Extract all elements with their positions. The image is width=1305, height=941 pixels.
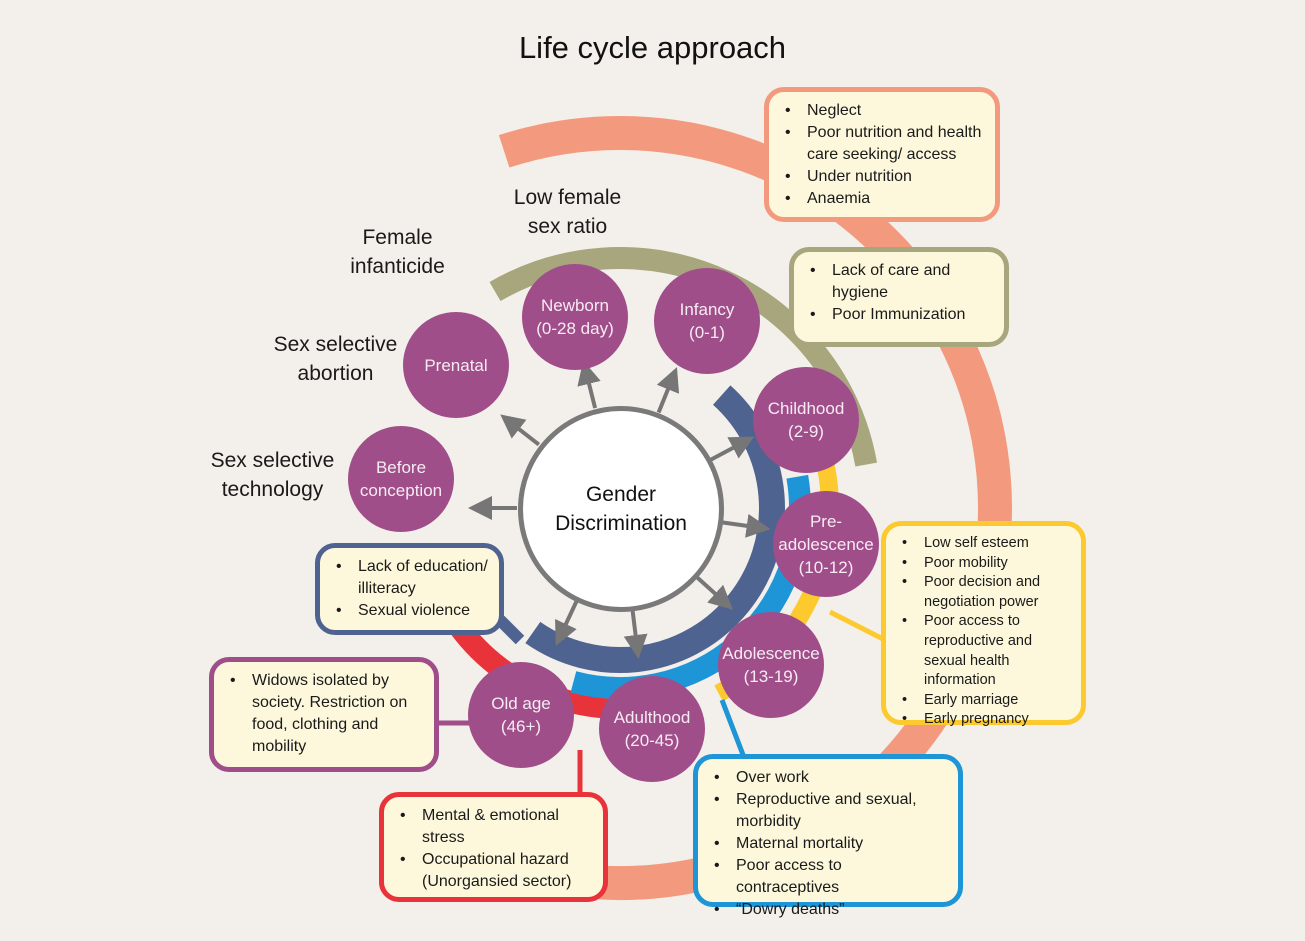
- problem-box-infancy: NeglectPoor nutrition and health care se…: [764, 87, 1000, 222]
- label-line: Sex selective: [273, 333, 398, 356]
- stage-line: Adulthood: [613, 708, 691, 727]
- problem-box-adolescence: Low self esteemPoor mobilityPoor decisio…: [881, 521, 1086, 730]
- stage-line: Childhood: [767, 399, 845, 418]
- problem-box-adulthood-red: Mental & emotional stressOccupational ha…: [379, 792, 608, 902]
- page-title: Life cycle approach: [518, 30, 787, 65]
- label-line: sex ratio: [527, 215, 608, 238]
- problem-item: Early pregnancy: [900, 710, 1071, 730]
- problem-item: Lack of care and hygiene: [808, 260, 994, 304]
- problem-box-old-age: Widows isolated by society. Restriction …: [209, 657, 439, 772]
- problem-box-newborn: Lack of care and hygienePoor Immunizatio…: [789, 247, 1009, 347]
- stage-line: conception: [359, 481, 443, 500]
- stage-line: (20-45): [624, 731, 680, 750]
- stage-line: (2-9): [788, 422, 824, 441]
- problem-list: Low self esteemPoor mobilityPoor decisio…: [900, 534, 1071, 730]
- connector-dark-blue: [495, 615, 525, 645]
- label-low-female-sex-ratio: Low female sex ratio: [500, 183, 635, 241]
- label-line: Female: [362, 226, 433, 249]
- problem-item: Poor nutrition and health care seeking/ …: [783, 122, 985, 166]
- center-line-1: Gender: [585, 483, 657, 506]
- problem-item: Under nutrition: [783, 166, 985, 188]
- problem-item: Poor access to reproductive and sexual h…: [900, 612, 1071, 690]
- arrow-old-age: [555, 600, 579, 646]
- stage-infancy: Infancy (0-1): [654, 268, 760, 374]
- label-line: infanticide: [350, 255, 445, 278]
- problem-item: Mental & emotional stress: [398, 805, 593, 849]
- stage-line: adolescence: [778, 534, 874, 554]
- problem-item: Maternal mortality: [712, 833, 948, 855]
- stage-prenatal: Prenatal: [403, 312, 509, 418]
- label-female-infanticide: Female infanticide: [330, 223, 465, 281]
- stage-line: Infancy: [679, 300, 735, 319]
- problem-item: Low self esteem: [900, 534, 1071, 554]
- stage-newborn: Newborn (0-28 day): [522, 264, 628, 370]
- arrow-infancy: [656, 367, 680, 414]
- stage-pre-adolescence: Pre-adolescence (10-12): [773, 491, 879, 597]
- arc-darkblue-childhood: [525, 385, 785, 673]
- stage-adolescence: Adolescence (13-19): [718, 612, 824, 718]
- label-sex-selective-technology: Sex selective technology: [205, 446, 340, 504]
- stage-line: Newborn: [540, 296, 610, 315]
- arrow-childhood: [710, 436, 755, 462]
- stage-line: (10-12): [798, 557, 854, 577]
- problem-box-adulthood: Over workReproductive and sexual, morbid…: [693, 754, 963, 921]
- problem-item: Reproductive and sexual, morbidity: [712, 789, 948, 833]
- stage-line: (46+): [500, 717, 542, 736]
- arrow-adolescence: [695, 575, 733, 610]
- stage-line: (0-1): [689, 323, 725, 342]
- problem-list: Lack of education/ illiteracySexual viol…: [334, 556, 489, 622]
- label-line: technology: [221, 478, 324, 501]
- label-line: abortion: [297, 362, 374, 385]
- label-line: Low female: [513, 186, 622, 209]
- problem-item: Anaemia: [783, 188, 985, 210]
- arrow-adulthood: [623, 609, 648, 659]
- problem-box-childhood: Lack of education/ illiteracySexual viol…: [315, 543, 504, 635]
- problem-item: Over work: [712, 767, 948, 789]
- stage-line: (0-28 day): [536, 319, 614, 338]
- problem-item: Poor Immunization: [808, 304, 994, 326]
- problem-list: Lack of care and hygienePoor Immunizatio…: [808, 260, 994, 326]
- stage-childhood: Childhood (2-9): [753, 367, 859, 473]
- problem-item: Poor mobility: [900, 554, 1071, 574]
- problem-list: NeglectPoor nutrition and health care se…: [783, 100, 985, 210]
- center-line-2: Discrimination: [555, 512, 687, 535]
- arrow-newborn: [577, 360, 601, 409]
- problem-list: Mental & emotional stressOccupational ha…: [398, 805, 593, 893]
- problem-item: Sexual violence: [334, 600, 489, 622]
- label-line: Sex selective: [210, 449, 335, 472]
- connector-blue: [719, 699, 748, 761]
- stage-line: Pre-: [809, 511, 843, 531]
- stage-line: Adolescence: [722, 644, 820, 663]
- arrow-pre-adolescence: [721, 513, 771, 538]
- problem-list: Over workReproductive and sexual, morbid…: [712, 767, 948, 921]
- stage-line: (13-19): [743, 667, 799, 686]
- label-sex-selective-abortion: Sex selective abortion: [268, 330, 403, 388]
- problem-item: Widows isolated by society. Restriction …: [228, 670, 424, 758]
- problem-item: “Dowry deaths”: [712, 899, 948, 921]
- stage-line: Before: [375, 458, 427, 477]
- stage-old-age: Old age (46+): [468, 662, 574, 768]
- stage-adulthood: Adulthood (20-45): [599, 676, 705, 782]
- problem-item: Poor decision and negotiation power: [900, 573, 1071, 612]
- stage-before-conception: Before conception: [348, 426, 454, 532]
- arrow-prenatal: [500, 414, 541, 447]
- connector-yellow: [828, 609, 887, 643]
- stage-line: Old age: [491, 694, 551, 713]
- problem-item: Occupational hazard (Unorgansied sector): [398, 849, 593, 893]
- problem-item: Poor access to contraceptives: [712, 855, 948, 899]
- problem-item: Early marriage: [900, 691, 1071, 711]
- problem-item: Lack of education/ illiteracy: [334, 556, 489, 600]
- problem-item: Neglect: [783, 100, 985, 122]
- stage-line: Prenatal: [424, 355, 488, 375]
- problem-list: Widows isolated by society. Restriction …: [228, 670, 424, 758]
